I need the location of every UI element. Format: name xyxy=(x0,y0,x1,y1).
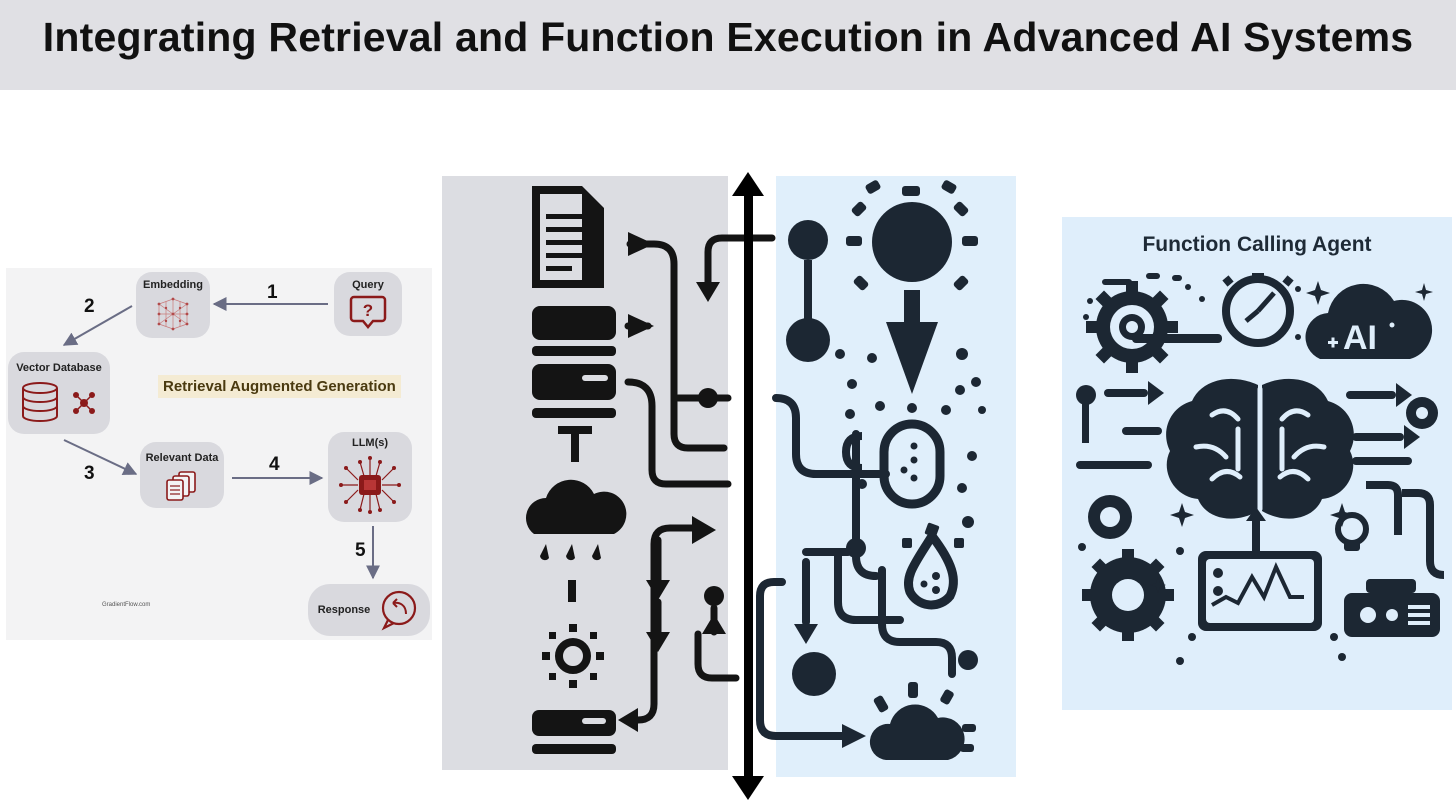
monitor-icon xyxy=(1198,507,1322,631)
chip-icon xyxy=(339,456,401,514)
step-2-label: 2 xyxy=(84,296,95,317)
vector-database-node: Vector Database xyxy=(8,352,110,434)
neural-mesh-icon xyxy=(157,297,189,331)
ai-cloud-icon xyxy=(1305,283,1433,359)
droplet-icon xyxy=(904,528,958,610)
step-1-label: 1 xyxy=(267,282,278,303)
step-4-label: 4 xyxy=(269,454,280,475)
server-icon-1 xyxy=(532,306,616,340)
cloud-icon xyxy=(526,479,627,534)
query-label: Query xyxy=(352,279,384,291)
relevant-data-node: Relevant Data xyxy=(140,442,224,508)
rain-drops-icon xyxy=(540,544,601,561)
documents-icon xyxy=(166,471,196,501)
sun-icon-large xyxy=(872,202,952,282)
step-5-label: 5 xyxy=(355,540,366,561)
reply-bubble-icon xyxy=(381,590,417,631)
right-icon-group xyxy=(786,180,986,760)
arrow-embedding-to-vector-db xyxy=(62,305,133,346)
title-bar: Integrating Retrieval and Function Execu… xyxy=(0,0,1456,90)
down-arrow-large xyxy=(886,322,938,394)
server-icon-3 xyxy=(532,710,616,736)
svg-text:?: ? xyxy=(363,301,373,320)
left-icon-group xyxy=(526,186,627,754)
response-node: Response xyxy=(308,584,430,636)
page-title: Integrating Retrieval and Function Execu… xyxy=(42,14,1414,60)
question-bubble-icon: ? xyxy=(349,295,387,329)
rag-arrows xyxy=(62,297,380,580)
capsule-icon xyxy=(879,419,945,509)
query-node: Query ? xyxy=(334,272,402,336)
llm-node: LLM(s) xyxy=(328,432,412,522)
arrowhead-3 xyxy=(692,516,716,544)
rag-title: Retrieval Augmented Generation xyxy=(158,375,401,398)
radio-device-icon xyxy=(1344,579,1440,637)
center-divider-arrow xyxy=(732,172,764,800)
ai-badge-text: AI xyxy=(1343,319,1377,357)
cloud-icon-right xyxy=(869,704,965,760)
round-node xyxy=(792,652,836,696)
vector-database-label: Vector Database xyxy=(16,362,102,374)
agent-illustration: AI xyxy=(1076,273,1445,665)
embedding-node: Embedding xyxy=(136,272,210,338)
central-illustration xyxy=(442,172,1016,802)
big-gear-icon xyxy=(1082,549,1174,641)
relevant-data-label: Relevant Data xyxy=(145,452,219,464)
function-calling-panel: Function Calling Agent xyxy=(1062,217,1452,710)
arrowhead-1 xyxy=(628,232,654,256)
embedding-label: Embedding xyxy=(143,279,203,291)
database-icon xyxy=(22,382,95,422)
arrowhead-2 xyxy=(628,314,654,338)
credit-text: GradientFlow.com xyxy=(102,602,151,608)
sun-icon xyxy=(555,638,591,674)
step-3-label: 3 xyxy=(84,463,95,484)
llm-label: LLM(s) xyxy=(351,437,389,449)
flow-illustration xyxy=(442,172,1016,800)
response-label: Response xyxy=(317,604,371,616)
server-icon-2 xyxy=(532,364,616,400)
rag-diagram: Query ? Embedding Vector Database xyxy=(6,268,432,640)
arrow-vector-db-to-relevant-data xyxy=(63,439,138,475)
function-calling-title: Function Calling Agent xyxy=(1142,233,1372,256)
dots-pattern xyxy=(835,348,986,528)
clock-icon xyxy=(1222,273,1294,347)
gear-icon xyxy=(1086,281,1178,373)
sparkle-icons xyxy=(1150,281,1433,593)
